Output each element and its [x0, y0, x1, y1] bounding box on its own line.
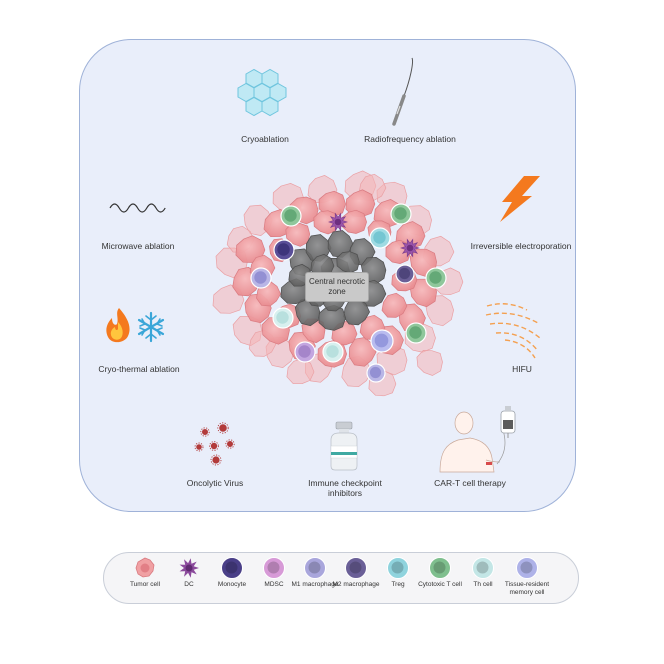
legend-label: Cytotoxic T cell [418, 581, 462, 588]
m2-macrophage-cell-nucleus [398, 267, 411, 280]
legend-label: Tumor cell [129, 581, 161, 588]
label-immune-checkpoint-inhibitors: Immune checkpoint inhibitors [308, 478, 382, 498]
legend-item: Monocyte [208, 556, 256, 589]
m1-macrophage-icon [304, 557, 326, 579]
tissue-resident-memory-cell-nucleus [374, 333, 389, 348]
legend-item: Cytotoxic T cell [416, 556, 464, 589]
dc-icon [179, 558, 199, 578]
legend-item: MDSC [250, 556, 298, 589]
m1-macrophage-cell-nucleus [369, 366, 382, 379]
patient-iv-icon [439, 406, 516, 473]
legend-label: M2 macrophage [332, 581, 380, 588]
snowflake-icon [137, 311, 165, 343]
tumor-cell-icon [135, 557, 155, 578]
th-cell-nucleus [276, 311, 289, 324]
label-irreversible-electroporation: Irreversible electroporation [470, 241, 572, 251]
treg-icon [387, 557, 409, 579]
flame-icon [106, 308, 130, 343]
tissue-resident-memory-cell-icon [516, 557, 538, 579]
legend-label: Tissue-resident memory cell [504, 581, 550, 596]
central-necrotic-zone-label: Central necrotic zone [305, 272, 369, 302]
legend-item: M1 macrophage [291, 556, 339, 589]
legend-item: Th cell [459, 556, 507, 589]
virus-icon [194, 422, 235, 466]
cytotoxic-t-cell-icon [429, 557, 451, 579]
th-cell-icon [472, 557, 494, 579]
label-car-t-cell-therapy: CAR-T cell therapy [434, 478, 506, 488]
monocyte-cell-nucleus [277, 243, 290, 256]
tumor-cell [313, 210, 339, 235]
label-radiofrequency-ablation: Radiofrequency ablation [364, 134, 456, 144]
tumor-cell [348, 337, 377, 367]
legend-item: Treg [374, 556, 422, 589]
th-cell-nucleus [326, 345, 339, 358]
legend-label: Monocyte [217, 581, 247, 588]
treg-cell-nucleus [373, 231, 386, 244]
tumor-mass [212, 170, 464, 397]
necrotic-cell [336, 251, 360, 274]
label-oncolytic-virus: Oncolytic Virus [186, 478, 244, 488]
tumor-cell [385, 239, 411, 264]
legend [103, 552, 579, 604]
legend-label: DC [184, 581, 194, 588]
microwave-wave-icon [109, 203, 166, 213]
m2-macrophage-icon [345, 557, 367, 579]
cytotoxic-t-cell-nucleus [284, 209, 297, 222]
tumor-cell [318, 190, 346, 217]
monocyte-icon [221, 557, 243, 579]
legend-label: Th cell [473, 581, 493, 588]
hifu-waves-icon [485, 303, 541, 359]
hexagon-ice-icon [237, 68, 287, 117]
legend-label: Treg [391, 581, 405, 588]
cytotoxic-t-cell-nucleus [429, 271, 442, 284]
legend-item: DC [165, 556, 213, 589]
legend-item: Tissue-resident memory cell [503, 556, 551, 596]
legend-label: M1 macrophage [291, 581, 339, 588]
mdsc-cell-nucleus [298, 345, 311, 358]
lightning-icon [500, 176, 540, 222]
mdsc-icon [263, 557, 285, 579]
tumor-cell [285, 222, 311, 247]
rf-probe-icon [392, 57, 413, 126]
tumor-cell [381, 292, 408, 318]
vial-icon [330, 421, 358, 471]
dc-cell-nucleus [334, 218, 342, 226]
m1-macrophage-cell-nucleus [254, 271, 267, 284]
label-hifu: HIFU [512, 364, 532, 374]
label-microwave-ablation: Microwave ablation [101, 241, 175, 251]
tumor-cell [345, 189, 376, 217]
tumor-halo-cell [416, 350, 443, 376]
cytotoxic-t-cell-nucleus [394, 207, 407, 220]
legend-item: Tumor cell [121, 556, 169, 589]
legend-item: M2 macrophage [332, 556, 380, 589]
label-cryo-thermal-ablation: Cryo-thermal ablation [98, 364, 180, 374]
dc-cell-nucleus [406, 244, 414, 252]
cytotoxic-t-cell-nucleus [409, 326, 422, 339]
legend-label: MDSC [264, 581, 284, 588]
label-cryoablation: Cryoablation [241, 134, 289, 144]
